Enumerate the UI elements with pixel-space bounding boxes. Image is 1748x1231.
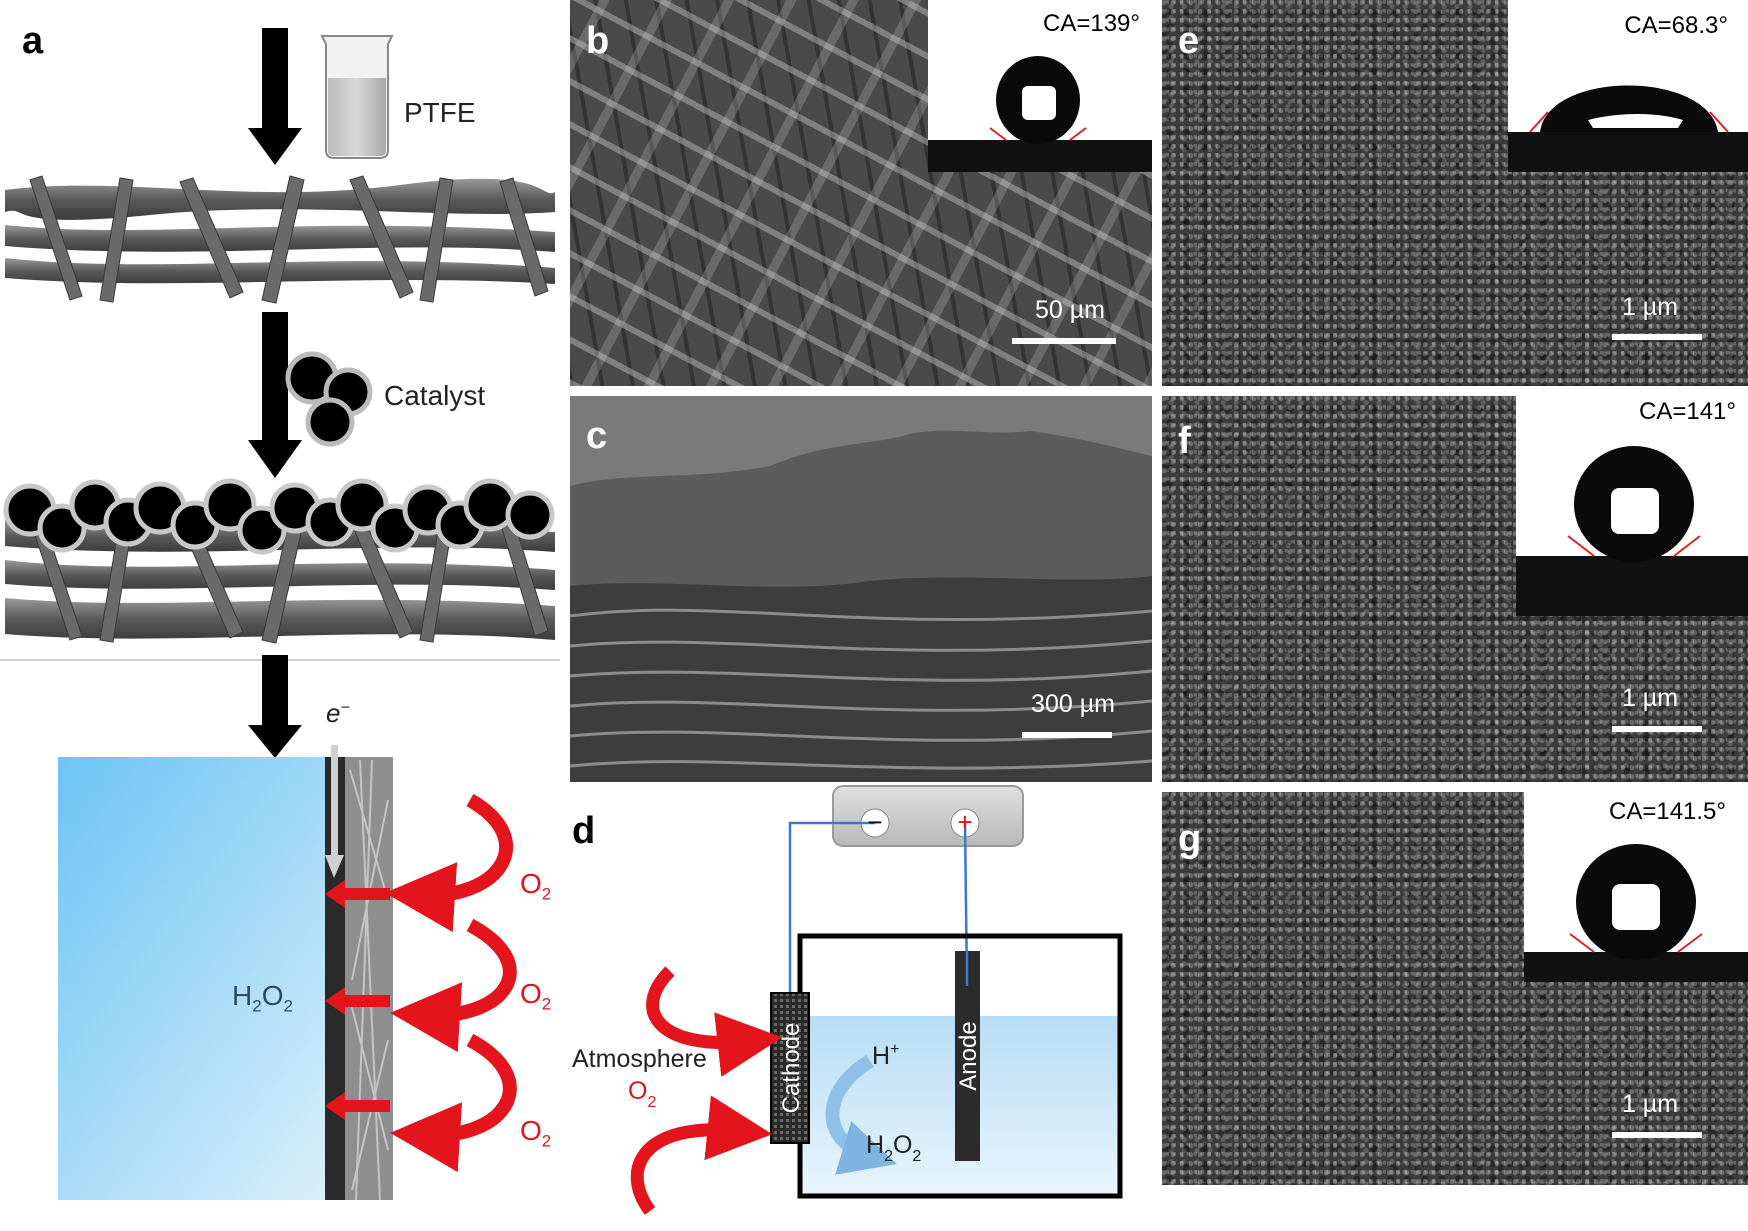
scale-bar-b — [1012, 338, 1116, 344]
catalyst-icon — [285, 351, 373, 447]
ptfe-label: PTFE — [404, 97, 476, 128]
panel-a-schematic — [0, 28, 560, 1201]
scale-bar-c — [1022, 732, 1112, 738]
panel-label-e: e — [1178, 20, 1200, 62]
scale-bar-e — [1612, 334, 1702, 340]
process-arrow-1 — [248, 28, 302, 165]
cathode-label: Cathode — [778, 1023, 805, 1114]
o2-curved-arrows — [385, 793, 517, 1173]
ca-label-f: CA=141° — [1639, 398, 1736, 425]
scale-label-e: 1 µm — [1621, 293, 1679, 321]
o2-label-a-2: O2 — [520, 978, 552, 1014]
beaker-icon — [320, 35, 394, 159]
droplet-inset-e — [1508, 0, 1748, 172]
battery-minus-label: − — [867, 807, 882, 837]
process-arrow-3 — [248, 655, 302, 758]
battery-plus-label: + — [957, 807, 972, 837]
cathode-wire — [788, 821, 875, 1001]
o2-label-d: O2 — [628, 1077, 656, 1111]
panel-label-c: c — [586, 415, 608, 457]
panel-label-f: f — [1178, 420, 1191, 462]
scale-label-b: 50 µm — [1035, 296, 1105, 324]
panel-label-g: g — [1178, 818, 1202, 860]
panel-label-d: d — [572, 810, 596, 852]
sem-image-c — [570, 396, 1152, 782]
droplet-inset-b — [928, 0, 1152, 172]
electron-arrow — [325, 745, 344, 878]
scale-bar-f — [1612, 726, 1702, 732]
scale-bar-g — [1612, 1132, 1702, 1138]
ca-label-g: CA=141.5° — [1608, 798, 1726, 825]
scale-label-c: 300 µm — [1031, 690, 1115, 718]
fiber-mat-1 — [5, 175, 555, 304]
atmosphere-arrow-bottom — [630, 1095, 773, 1215]
fiber-mat-2 — [3, 478, 555, 644]
atmosphere-label: Atmosphere — [572, 1045, 707, 1073]
anode-label: Anode — [955, 1021, 982, 1090]
h2o2-label-d: H2O2 — [866, 1131, 921, 1165]
ca-label-e: CA=68.3° — [1624, 12, 1728, 39]
catalyst-label: Catalyst — [384, 380, 486, 411]
electron-label: e− — [326, 698, 350, 728]
scale-label-f: 1 µm — [1621, 684, 1679, 712]
o2-inflow-arrows — [325, 880, 390, 1120]
ca-label-b: CA=139° — [1043, 10, 1140, 37]
hplus-label: H+ — [872, 1041, 899, 1070]
o2-label-a-1: O2 — [520, 868, 552, 904]
o2-label-a-3: O2 — [520, 1115, 552, 1151]
atmosphere-arrow-top — [646, 966, 783, 1077]
panel-label-a: a — [22, 20, 44, 62]
proton-to-h2o2-arrow — [825, 1055, 897, 1175]
scale-label-g: 1 µm — [1621, 1090, 1679, 1118]
droplet-inset-g — [1524, 792, 1748, 982]
droplet-inset-f — [1516, 396, 1748, 616]
panel-label-b: b — [586, 20, 610, 62]
h2o2-label-a: H2O2 — [232, 980, 293, 1016]
process-arrow-2 — [248, 312, 302, 478]
electrochemical-cell-diagram: − + Cathode Anode Atmosphere O2 H+ H2O2 — [572, 785, 1123, 1215]
power-source — [832, 785, 1024, 847]
